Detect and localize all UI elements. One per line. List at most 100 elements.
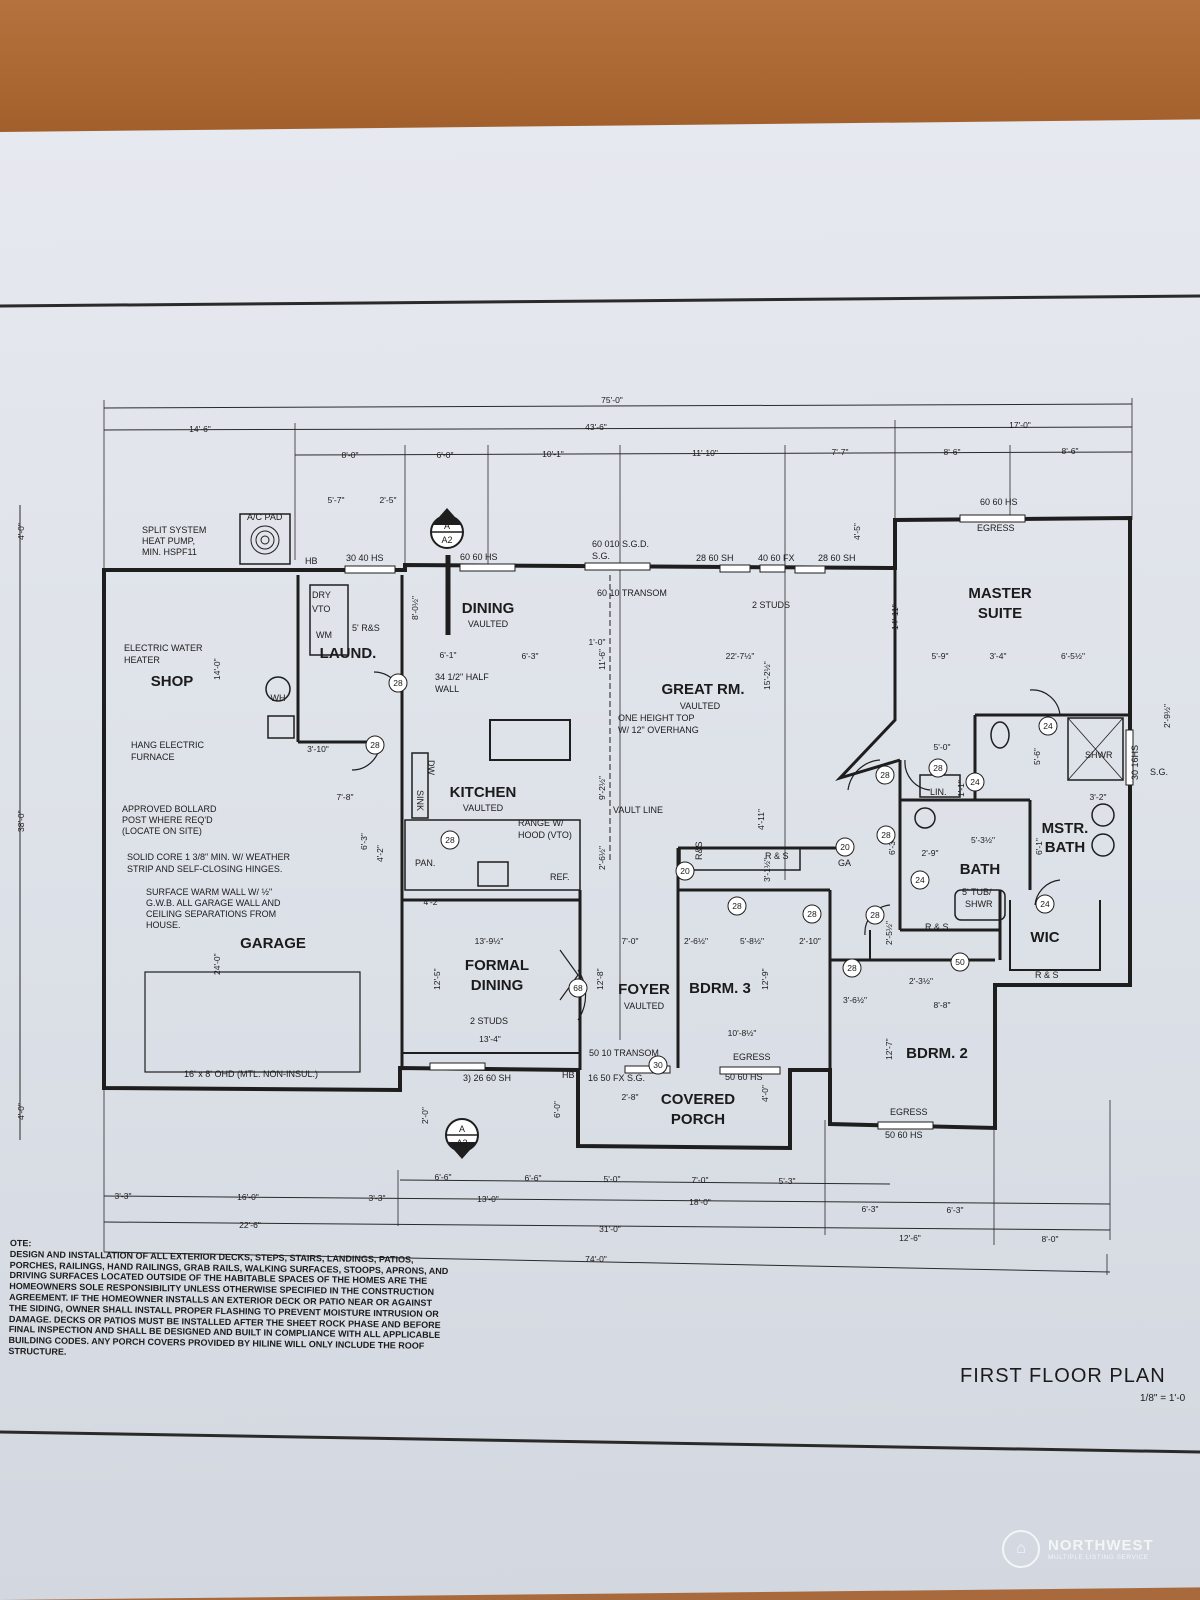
dim-inner: 3'-2" xyxy=(1090,792,1107,802)
dim-top: 5'-7" xyxy=(328,495,345,505)
door-tag: 24 xyxy=(910,870,930,890)
label-wh: WH xyxy=(271,693,286,703)
door-tag-label: 24 xyxy=(915,875,925,885)
dim-inner: 3'-4" xyxy=(990,651,1007,661)
dim-bottom: 18'-0" xyxy=(689,1197,711,1207)
dim-inner: 12'-8" xyxy=(595,968,605,990)
room-laundry: LAUND. xyxy=(320,645,377,662)
section-letter-top: A xyxy=(444,521,450,531)
dim-inner: 2'-6½" xyxy=(684,936,708,946)
label-rs-bdrm3: R & S xyxy=(765,851,789,861)
label-dw: DW xyxy=(426,760,436,775)
label-win-4060fx: 40 60 FX xyxy=(758,553,795,563)
dim-bottom: 7'-0" xyxy=(692,1175,709,1185)
label-transom-bottom: 50 10 TRANSOM xyxy=(589,1048,659,1058)
door-tags: 28 28 28 68 20 28 20 28 28 28 28 28 28 2… xyxy=(365,673,1058,1075)
room-formal-dining-2: DINING xyxy=(471,977,524,994)
dim-inner: 3'-6½" xyxy=(843,995,867,1005)
door-tag-label: 28 xyxy=(370,740,380,750)
dim-inner: 5'-8½" xyxy=(740,936,764,946)
label-hb-1: HB xyxy=(305,556,318,566)
door-tag: 28 xyxy=(865,905,885,925)
dim-inner: 13'-9½" xyxy=(475,936,504,946)
dim-bottom: 12'-6" xyxy=(899,1233,921,1243)
dimension-labels-inner: 14'-0" 3'-10" 7'-8" 8'-0½" 6'-1" 6'-3" 1… xyxy=(212,523,1172,1124)
door-tag: 50 xyxy=(731,901,741,911)
label-win-2860sh-1: 28 60 SH xyxy=(696,553,734,563)
dim-inner: 6'-3" xyxy=(522,651,539,661)
label-two-studs-top: 2 STUDS xyxy=(752,600,790,610)
door-tag-label: 28 xyxy=(933,763,943,773)
label-rs-side: R&S xyxy=(694,841,704,860)
door-tag: 24 xyxy=(1035,894,1055,914)
dim-bottom: 13'-0" xyxy=(477,1194,499,1204)
dim-inner: 3'-1½" xyxy=(762,858,772,882)
label-solid-core-1: SOLID CORE 1 3/8" MIN. W/ WEATHER xyxy=(127,852,291,862)
watermark-name: NORTHWEST xyxy=(1048,1537,1154,1554)
door-tag: 28 xyxy=(388,673,408,693)
watermark-sub: MULTIPLE LISTING SERVICE xyxy=(1048,1554,1149,1561)
door-tag-label: 20 xyxy=(840,842,850,852)
dim-inner: 2'-9½" xyxy=(1162,704,1172,728)
dim-inner: 1'-0" xyxy=(589,637,606,647)
dim-inner: 4'-2" xyxy=(424,897,441,907)
plan-scale: 1/8" = 1'-0 xyxy=(1140,1393,1186,1404)
dim-inner: 13'-4" xyxy=(479,1034,501,1044)
dimension-labels-bottom: 6'-6" 6'-6" 5'-0" 7'-0" 5'-3" 3'-3" 16'-… xyxy=(115,1172,1059,1264)
label-egress-bdrm2: EGRESS xyxy=(890,1107,928,1117)
label-vto: VTO xyxy=(312,604,330,614)
door-tag-label: 68 xyxy=(573,983,583,993)
dim-inner: 6'-1" xyxy=(440,650,457,660)
dim-top: 75'-0" xyxy=(601,395,623,405)
dim-inner: 5'-6" xyxy=(1032,748,1042,765)
label-dry: DRY xyxy=(312,590,331,600)
door-tag: 50 xyxy=(950,952,970,972)
dim-inner: 1'-1" xyxy=(956,780,966,797)
door-tag: 28 xyxy=(440,830,460,850)
room-mstr-bath-2: BATH xyxy=(1045,839,1086,856)
label-one-height-1: ONE HEIGHT TOP xyxy=(618,713,695,723)
dim-top: 10'-1" xyxy=(542,449,564,459)
dim-inner: 12'-9" xyxy=(760,968,770,990)
room-bath: BATH xyxy=(960,861,1001,878)
room-covered-porch-1: COVERED xyxy=(661,1091,735,1108)
room-dining-sub: VAULTED xyxy=(468,619,509,629)
room-covered-porch-2: PORCH xyxy=(671,1111,725,1128)
label-win-6060hs-top: 60 60 HS xyxy=(980,497,1018,507)
door-tag: 28 xyxy=(928,758,948,778)
room-master-suite-2: SUITE xyxy=(978,605,1022,622)
label-warm-wall-2: G.W.B. ALL GARAGE WALL AND xyxy=(146,898,281,908)
room-foyer: FOYER xyxy=(618,981,670,998)
label-win-5060hs-bdrm3: 50 60 HS xyxy=(725,1072,763,1082)
room-master-suite-1: MASTER xyxy=(968,585,1032,602)
dim-inner: 12'-5" xyxy=(432,968,442,990)
label-range-2: HOOD (VTO) xyxy=(518,830,572,840)
dim-bottom: 5'-0" xyxy=(604,1174,621,1184)
door-tag: 30 xyxy=(648,1055,668,1075)
label-ga: GA xyxy=(838,858,851,868)
watermark-text: NORTHWEST MULTIPLE LISTING SERVICE xyxy=(1048,1537,1154,1561)
label-vault-line: VAULT LINE xyxy=(613,805,663,815)
dim-inner: 2'-8" xyxy=(622,1092,639,1102)
dim-inner: 6'-0" xyxy=(552,1101,562,1118)
label-bollard-1: APPROVED BOLLARD xyxy=(122,804,217,814)
dim-bottom: 16'-0" xyxy=(237,1192,259,1202)
dim-inner: 22'-7½" xyxy=(726,651,755,661)
dim-inner: 7'-8" xyxy=(337,792,354,802)
label-solid-core-2: STRIP AND SELF-CLOSING HINGES. xyxy=(127,864,282,874)
door-tag: 24 xyxy=(1038,716,1058,736)
dim-bottom: 6'-6" xyxy=(525,1173,542,1183)
door-tag: 28 xyxy=(842,958,862,978)
dim-inner: 12'-7" xyxy=(884,1038,894,1060)
dim-left: 4'-0" xyxy=(16,523,26,540)
door-tag: 28 xyxy=(802,904,822,924)
dim-bottom: 5'-3" xyxy=(779,1176,796,1186)
dim-bottom: 6'-3" xyxy=(947,1205,964,1215)
watermark-logo: ⌂ NORTHWEST MULTIPLE LISTING SERVICE xyxy=(1002,1530,1154,1568)
plan-title: FIRST FLOOR PLAN xyxy=(960,1365,1166,1387)
dimension-labels-top: 75'-0" 14'-6" 43'-6" 17'-0" 8'-0" 6'-0" … xyxy=(189,395,1078,505)
label-win-2860sh-bottom: 3) 26 60 SH xyxy=(463,1073,511,1083)
nwmls-logo-icon: ⌂ xyxy=(1002,1530,1040,1568)
dim-top: 43'-6" xyxy=(585,422,607,432)
door-tag-label: 28 xyxy=(732,901,742,911)
